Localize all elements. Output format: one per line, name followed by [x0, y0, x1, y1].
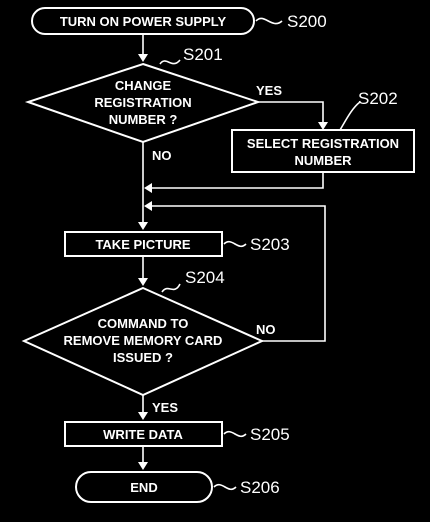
s205-step-label: S205: [250, 425, 290, 444]
s202-label-line-1: SELECT REGISTRATION: [247, 136, 399, 151]
edge-s202-return: [144, 172, 324, 193]
edge-s200-s201: [138, 34, 148, 62]
edge-s204-no: NO: [144, 201, 326, 342]
s203-label: TAKE PICTURE: [95, 237, 190, 252]
edge-s202-return-line: [150, 172, 324, 189]
s201-leader-line: [159, 59, 181, 65]
edge-s201-yes-arrowhead: [318, 122, 328, 130]
edge-s201-yes-line: [258, 101, 324, 126]
edge-s204-no-line: [150, 205, 326, 342]
edge-s204-yes-label: YES: [152, 400, 178, 415]
edge-s201-no-label: NO: [152, 148, 172, 163]
s204-step-label: S204: [185, 268, 225, 287]
s203-step-label: S203: [250, 235, 290, 254]
edge-s200-s201-arrowhead: [138, 54, 148, 62]
s201-label-line-2: REGISTRATION: [94, 95, 191, 110]
edge-s204-yes: YES: [138, 395, 178, 420]
edge-s204-yes-arrowhead: [138, 412, 148, 420]
s201-step-label: S201: [183, 45, 223, 64]
edge-s205-s206: [138, 446, 148, 470]
s204-label-line-1: COMMAND TO: [98, 316, 189, 331]
edge-s201-no: NO: [138, 142, 172, 230]
edge-s201-no-arrowhead: [138, 222, 148, 230]
edge-s205-s206-arrowhead: [138, 462, 148, 470]
s205-leader-line: [223, 430, 247, 438]
s206-step-label: S206: [240, 478, 280, 497]
s200-step-label: S200: [287, 12, 327, 31]
edge-s201-yes: YES: [256, 83, 328, 130]
s204-label-line-3: ISSUED ?: [113, 350, 173, 365]
s206-terminal-shape: [75, 471, 213, 503]
s202-label-line-2: NUMBER: [294, 153, 352, 168]
s200-label: TURN ON POWER SUPPLY: [60, 14, 227, 29]
s203-leader-line: [223, 240, 247, 248]
edge-s204-no-arrowhead: [144, 201, 152, 211]
s206-leader-line: [213, 483, 237, 491]
s201-label-line-3: NUMBER ?: [109, 112, 178, 127]
s205-label: WRITE DATA: [103, 427, 183, 442]
edge-s203-s204: [138, 256, 148, 286]
s202-step-label: S202: [358, 89, 398, 108]
edge-s204-no-label: NO: [256, 322, 276, 337]
s204-label-line-2: REMOVE MEMORY CARD: [64, 333, 223, 348]
node-s206: END S206: [75, 471, 280, 503]
node-s202: SELECT REGISTRATION NUMBER S202: [231, 89, 415, 173]
node-s205: WRITE DATA S205: [64, 421, 290, 447]
s201-label-line-1: CHANGE: [115, 78, 172, 93]
s202-leader-line: [339, 101, 361, 131]
s206-label: END: [130, 480, 157, 495]
s204-leader-line: [161, 283, 181, 293]
edge-s201-yes-label: YES: [256, 83, 282, 98]
s200-leader-line: [255, 17, 283, 25]
edge-s202-return-arrowhead: [144, 183, 152, 193]
node-s203: TAKE PICTURE S203: [64, 231, 290, 257]
edge-s203-s204-arrowhead: [138, 278, 148, 286]
node-s204: COMMAND TO REMOVE MEMORY CARD ISSUED ? S…: [21, 268, 265, 397]
